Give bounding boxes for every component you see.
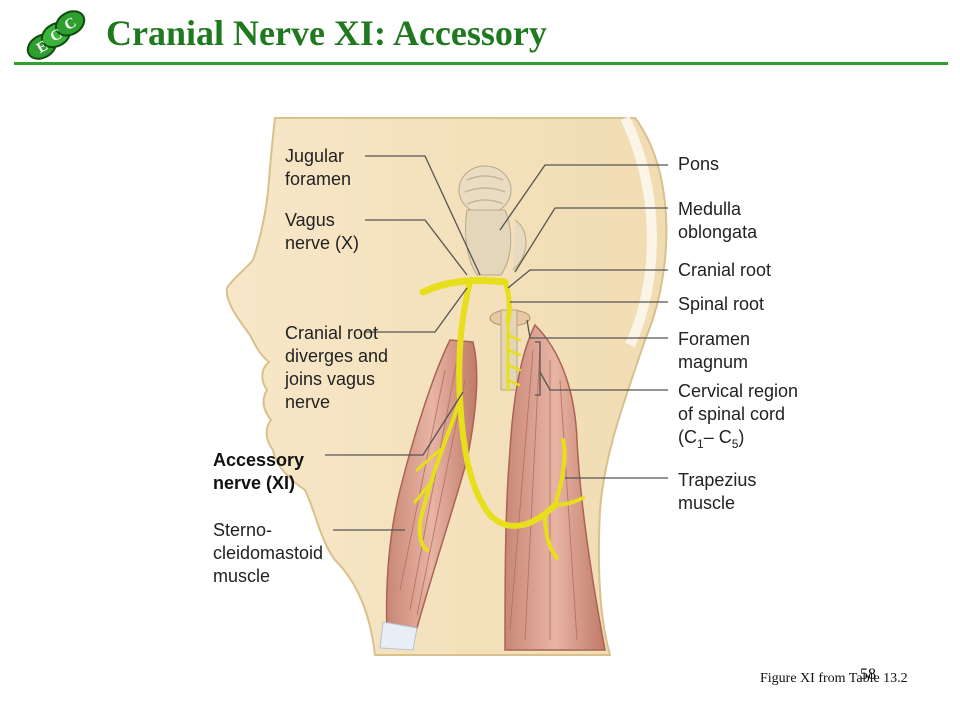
label-spinal-root: Spinal root — [678, 294, 765, 314]
title-divider — [14, 62, 948, 65]
slide-title: Cranial Nerve XI: Accessory — [106, 13, 547, 53]
page-number: 58 — [860, 666, 876, 683]
ecc-logo-icon: E C C — [26, 10, 86, 60]
figure-caption: Figure XI from Table 13.2 — [760, 671, 908, 686]
label-sternocleidomastoid: Sterno-cleidomastoid muscle — [213, 520, 324, 586]
head-neck-illustration — [225, 115, 668, 656]
cervical-range: (C1– C5) — [678, 427, 745, 451]
accessory-nerve — [413, 277, 585, 560]
pons — [458, 165, 512, 215]
medulla-oblongata — [464, 209, 512, 276]
label-pons: Pons — [678, 154, 720, 174]
leader-lines — [325, 155, 668, 531]
trapezius-muscle — [504, 323, 606, 651]
label-cranial-root: Cranial root — [678, 260, 772, 280]
